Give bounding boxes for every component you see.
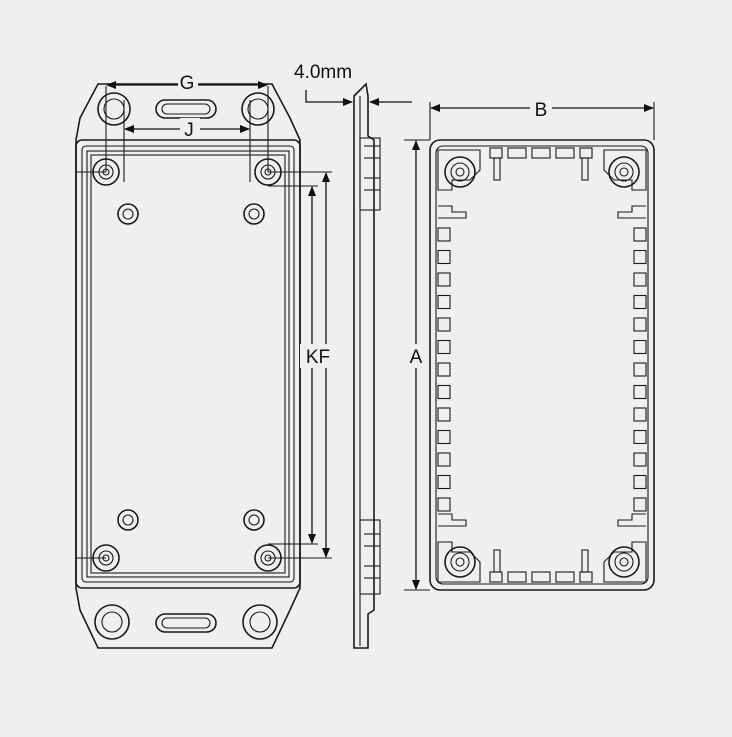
wall-slot: [633, 227, 647, 242]
bottom-left-mount-hole-inner: [101, 611, 123, 633]
lid-panel-inner: [90, 154, 286, 574]
wall-slot: [437, 429, 451, 445]
j-label-bg: [180, 118, 200, 138]
lid-flange-outline: [75, 83, 301, 649]
base-card-guides: [438, 205, 646, 527]
wall-slot: [633, 317, 647, 332]
thickness-arrow-left: [305, 90, 353, 106]
thickness-label: 4.0mm: [294, 62, 352, 83]
lid-post-bottom-right: [243, 509, 265, 531]
base-boss-top-right: [603, 149, 647, 191]
side-view: 4.0mm: [294, 62, 412, 649]
wall-slot: [633, 474, 647, 490]
base-bottom-ribs: [489, 549, 593, 583]
front-view: G J KF: [75, 72, 336, 649]
base-boss-bottom-right: [603, 541, 647, 583]
lid-post-top-left: [117, 203, 139, 225]
top-right-mount-hole-inner: [247, 98, 269, 120]
bottom-slot-inner: [161, 617, 211, 629]
lid-post-top-right: [243, 203, 265, 225]
base-top-ribs: [489, 147, 593, 181]
lid-panel: [86, 150, 290, 578]
wall-slot: [437, 452, 451, 467]
base-outer: [429, 139, 655, 591]
base-view: B A: [404, 96, 655, 591]
j-label: J: [184, 120, 194, 141]
wall-slot: [437, 497, 451, 512]
wall-slot: [437, 294, 451, 310]
top-right-mount-hole: [241, 92, 275, 126]
side-boss-top: [359, 137, 381, 211]
bottom-left-mount-hole: [94, 604, 130, 640]
wall-slot: [633, 384, 647, 400]
wall-slot: [437, 272, 451, 287]
wall-slot: [437, 407, 451, 422]
top-left-mount-hole-inner: [103, 98, 125, 120]
g-label: G: [180, 73, 195, 94]
base-boss-bottom-left: [437, 541, 481, 583]
kf-label-bg: [300, 344, 336, 368]
wall-slot: [437, 384, 451, 400]
wall-slot: [437, 339, 451, 355]
wall-slot: [437, 317, 451, 332]
wall-slot: [437, 227, 451, 242]
side-profile: [353, 82, 375, 649]
bottom-right-mount-hole-inner: [249, 611, 271, 633]
top-slot-inner: [161, 103, 211, 115]
bottom-slot: [155, 613, 217, 633]
base-boss-top-left: [437, 149, 481, 191]
wall-slot: [633, 362, 647, 377]
wall-slot: [633, 452, 647, 467]
wall-slot: [633, 407, 647, 422]
lid-outer: [75, 139, 301, 589]
bottom-right-mount-hole: [242, 604, 278, 640]
b-label: B: [535, 100, 548, 121]
lid-inner-frame: [81, 145, 295, 583]
wall-slot: [437, 362, 451, 377]
wall-slot: [633, 294, 647, 310]
wall-slot: [633, 497, 647, 512]
wall-slot: [633, 339, 647, 355]
top-slot: [155, 99, 217, 119]
wall-slot: [437, 249, 451, 265]
base-left-wall-slots: [437, 227, 451, 512]
wall-slot: [633, 249, 647, 265]
kf-label: KF: [306, 347, 330, 368]
g-label-bg: [178, 72, 198, 92]
a-label-bg: [405, 344, 427, 368]
wall-slot: [633, 429, 647, 445]
lid-post-bottom-left: [117, 509, 139, 531]
wall-slot: [633, 272, 647, 287]
a-label: A: [410, 347, 423, 368]
base-right-wall-slots: [633, 227, 647, 512]
top-left-mount-hole: [97, 92, 131, 126]
b-label-bg: [530, 96, 552, 118]
base-inner-rim: [435, 145, 649, 585]
wall-slot: [437, 474, 451, 490]
side-boss-bottom: [359, 519, 381, 595]
